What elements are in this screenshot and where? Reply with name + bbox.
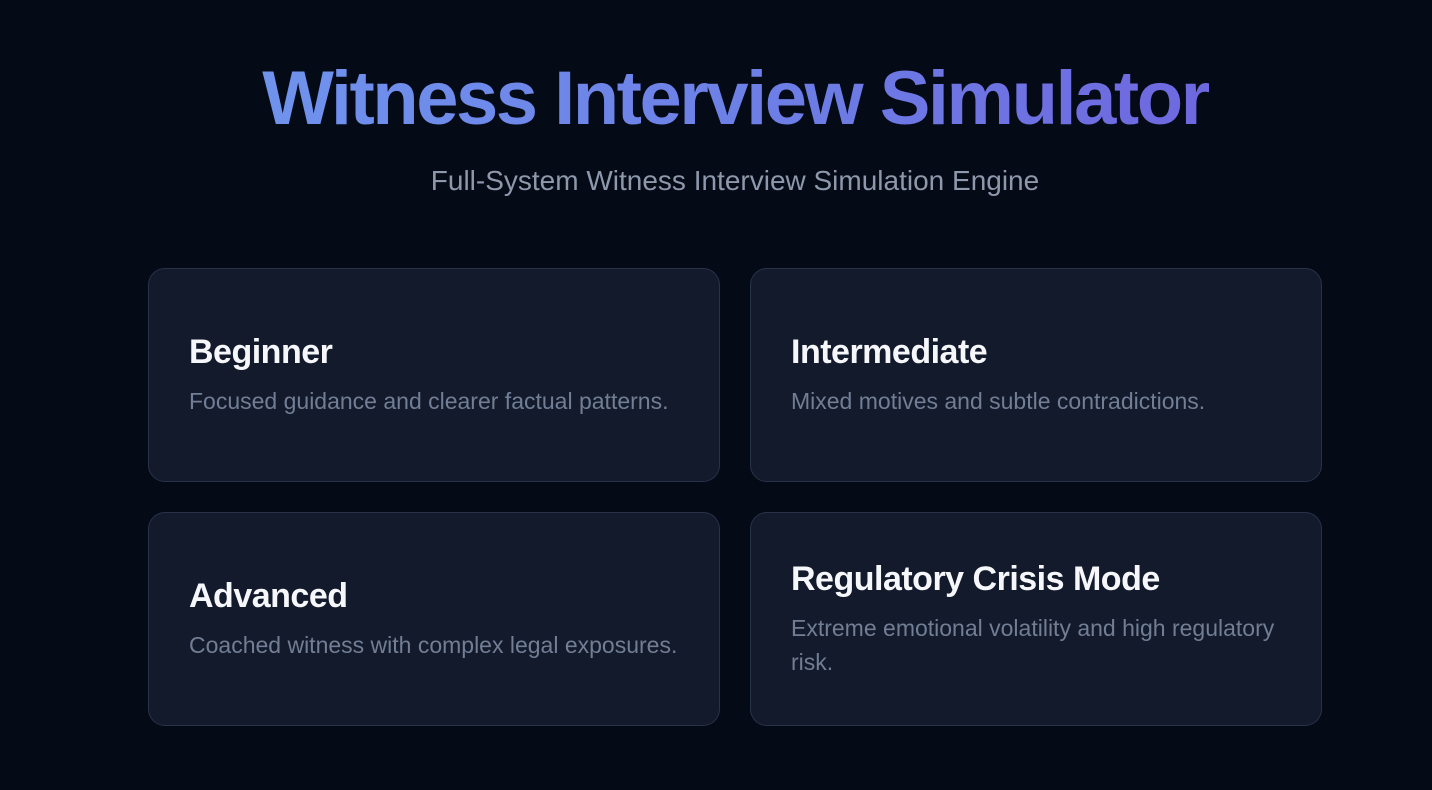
card-description: Coached witness with complex legal expos… (189, 632, 678, 658)
page-subtitle: Full-System Witness Interview Simulation… (430, 165, 1040, 196)
page-header: Witness Interview Simulator Full-System … (148, 58, 1322, 200)
difficulty-card-regulatory-crisis-mode[interactable]: Regulatory Crisis Mode Extreme emotional… (750, 512, 1322, 726)
card-description: Focused guidance and clearer factual pat… (189, 388, 669, 414)
main-container: Witness Interview Simulator Full-System … (148, 0, 1322, 726)
card-title: Intermediate (791, 333, 988, 371)
card-description: Extreme emotional volatility and high re… (791, 615, 1275, 675)
difficulty-card-intermediate[interactable]: Intermediate Mixed motives and subtle co… (750, 268, 1322, 482)
page-title: Witness Interview Simulator (148, 58, 1322, 140)
difficulty-card-advanced[interactable]: Advanced Coached witness with complex le… (148, 512, 720, 726)
card-title: Beginner (189, 333, 333, 371)
card-description: Mixed motives and subtle contradictions. (791, 388, 1206, 414)
difficulty-card-beginner[interactable]: Beginner Focused guidance and clearer fa… (148, 268, 720, 482)
difficulty-card-grid: Beginner Focused guidance and clearer fa… (148, 268, 1322, 726)
card-title: Regulatory Crisis Mode (791, 560, 1160, 598)
card-title: Advanced (189, 577, 348, 615)
